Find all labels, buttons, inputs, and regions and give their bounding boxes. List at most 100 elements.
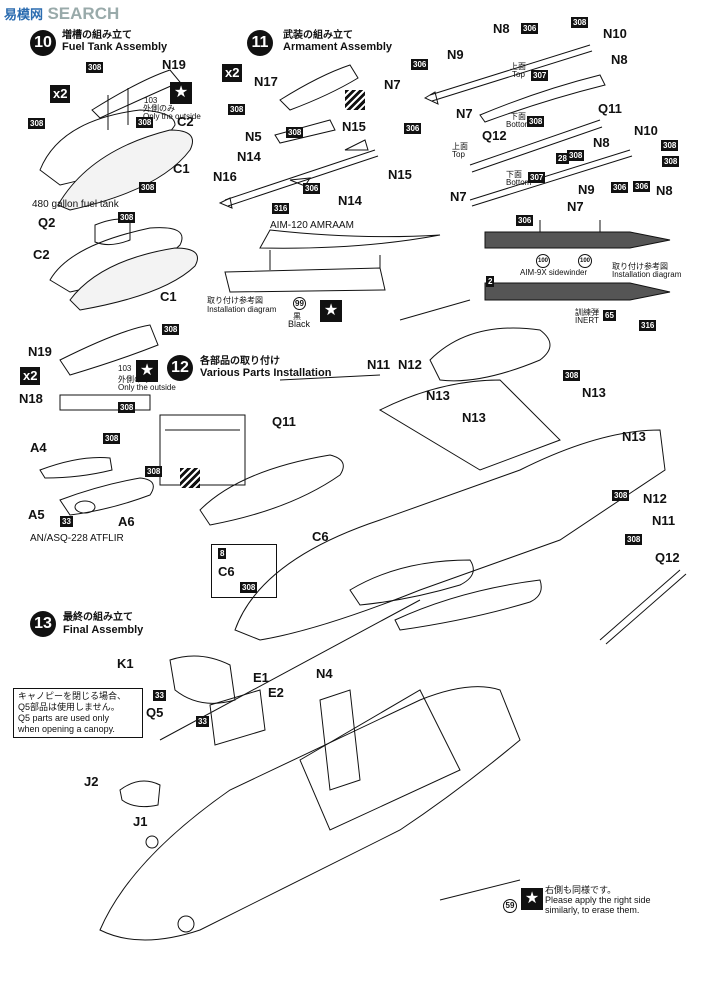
part-n9: N9 [447, 47, 464, 62]
code-307: 307 [531, 70, 549, 81]
part-q12: Q12 [482, 128, 507, 143]
part-n13: N13 [462, 410, 486, 425]
part-n16: N16 [213, 169, 237, 184]
code-306: 306 [411, 59, 429, 70]
part-a5: A5 [28, 507, 45, 522]
part-n13: N13 [582, 385, 606, 400]
code-308: 308 [162, 324, 180, 335]
part-q11: Q11 [598, 101, 622, 116]
part-n7: N7 [567, 199, 584, 214]
aircraft-underside-drawing [159, 299, 687, 645]
part-n5: N5 [245, 129, 262, 144]
watermark-cn: 易模网 [4, 7, 44, 22]
step-11-number: 11 [247, 30, 273, 56]
watermark: 易模网 SEARCH [4, 4, 119, 24]
sidewinder-drawing [423, 44, 671, 301]
code-308: 308 [145, 466, 163, 477]
right-side-en-1: Please apply the right side [545, 895, 651, 905]
canopy-note: キャノピーを閉じる場合、 Q5部品は使用しません。 Q5 parts are u… [13, 688, 143, 738]
code-33: 33 [60, 516, 73, 527]
times-two: x2 [50, 85, 71, 103]
part-n7: N7 [384, 77, 401, 92]
part-c1: C1 [173, 161, 190, 176]
fuel-tank-drawing [39, 69, 198, 311]
install-jp: 取り付け参考図 [207, 296, 263, 305]
part-c6: C6 [218, 564, 235, 579]
code-306: 306 [521, 23, 539, 34]
c6-detail-box [211, 544, 277, 598]
bottom-jp: 下面 [506, 170, 522, 179]
code-308: 308 [527, 116, 545, 127]
note-jp-2: Q5部品は使用しません。 [18, 702, 120, 712]
part-n12: N12 [398, 357, 422, 372]
code-308: 308 [571, 17, 589, 28]
part-q11: Q11 [272, 414, 296, 429]
code-2: 2 [486, 276, 495, 287]
code-308: 308 [625, 534, 643, 545]
code-306: 306 [611, 182, 629, 193]
watermark-site: SEARCH [47, 4, 120, 23]
step-12-number: 12 [167, 355, 193, 381]
code-308: 308 [240, 582, 258, 593]
code-8: 8 [218, 548, 227, 559]
code-33: 33 [196, 716, 209, 727]
top-en: Top [452, 150, 465, 159]
code-308: 308 [563, 370, 581, 381]
times-two: x2 [20, 367, 41, 385]
star-icon: ★ [320, 300, 342, 322]
step-13-title-en: Final Assembly [63, 624, 144, 636]
code-306: 306 [303, 183, 321, 194]
part-n8: N8 [493, 21, 510, 36]
step-10-title-en: Fuel Tank Assembly [62, 41, 168, 53]
note-en-2: when opening a canopy. [18, 724, 115, 734]
part-c2: C2 [177, 114, 194, 129]
part-n13: N13 [622, 429, 646, 444]
inert-jp: 訓練弾 [575, 308, 599, 317]
code-306: 306 [404, 123, 422, 134]
code-308: 308 [661, 140, 679, 151]
outside-en: Only the outside [143, 112, 201, 121]
part-n4: N4 [316, 666, 333, 681]
paint-99: 99 [293, 297, 306, 310]
install-en: Installation diagram [612, 270, 682, 279]
bottom-en: Bottom [506, 178, 532, 187]
step-10-title-jp: 増槽の組み立て [62, 30, 132, 41]
step-12-title-jp: 各部品の取り付け [200, 356, 280, 367]
step-11-title-jp: 武装の組み立て [283, 30, 353, 41]
code-307: 307 [528, 172, 546, 183]
code-316: 316 [639, 320, 657, 331]
star-icon: ★ [170, 82, 192, 104]
paint-stripe-icon [345, 90, 365, 110]
bottom-jp: 下面 [510, 112, 526, 121]
part-n13: N13 [426, 388, 450, 403]
part-n8: N8 [593, 135, 610, 150]
part-n18: N18 [19, 391, 43, 406]
install-en: Installation diagram [207, 305, 277, 314]
amraam-caption: AIM-120 AMRAAM [270, 220, 354, 231]
code-308: 308 [118, 402, 136, 413]
right-side-jp: 右側も同様です。 [545, 885, 617, 895]
code-33: 33 [153, 690, 166, 701]
code-308: 308 [28, 118, 46, 129]
part-n10: N10 [634, 123, 658, 138]
bottom-en: Bottom [506, 120, 532, 129]
code-306: 306 [633, 181, 651, 192]
part-n15: N15 [388, 167, 412, 182]
paint-103: 103 [118, 364, 132, 373]
code-28: 28 [556, 153, 569, 164]
part-n7: N7 [450, 189, 467, 204]
part-q12: Q12 [655, 550, 680, 565]
step-11-title-en: Armament Assembly [283, 41, 393, 53]
code-308: 308 [228, 104, 246, 115]
part-n10: N10 [603, 26, 627, 41]
top-jp: 上面 [510, 62, 526, 71]
times-two: x2 [222, 64, 243, 82]
part-n8: N8 [611, 52, 628, 67]
part-n19: N19 [162, 57, 186, 72]
code-308: 308 [567, 150, 585, 161]
part-a6: A6 [118, 514, 135, 529]
paint-stripe-icon [180, 468, 200, 488]
part-e2: E2 [268, 685, 284, 700]
outside-en: Only the outside [118, 383, 176, 392]
amraam-drawing [218, 64, 441, 293]
